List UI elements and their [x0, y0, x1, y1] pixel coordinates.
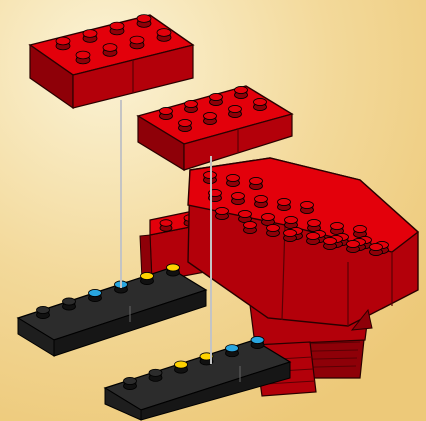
front-plate-stud-yellow — [175, 361, 188, 373]
red-plate-middle-stud — [229, 105, 242, 117]
red-plate-middle-stud — [185, 100, 198, 112]
red-plate-middle-stud — [235, 86, 248, 98]
red-wing-stud — [250, 177, 263, 189]
red-wing-stud — [262, 213, 275, 225]
front-plate-stud-blue — [251, 336, 264, 348]
rear-plate-stud-black — [37, 306, 50, 318]
rear-plate-stud-yellow — [141, 272, 154, 284]
rear-plate-stud-blue — [89, 289, 102, 301]
red-plate-middle-stud — [160, 107, 173, 119]
red-plate-middle-stud — [254, 98, 267, 110]
red-wing-stud — [244, 221, 257, 233]
red-wing-stud — [354, 225, 367, 237]
rear-plate-stud-yellow — [167, 264, 180, 276]
red-wing-stud — [347, 240, 360, 252]
red-wing-stud — [301, 201, 314, 213]
red-wing-stud — [239, 210, 252, 222]
red-plate-upper-stud — [157, 29, 171, 42]
red-wing-stud — [255, 195, 268, 207]
red-wing-stud — [284, 229, 297, 241]
red-wing-stud — [232, 192, 245, 204]
red-plate-upper-stud — [103, 44, 117, 57]
red-arm-stud — [160, 220, 172, 232]
red-wing-stud — [278, 198, 291, 210]
red-plate-middle-stud — [204, 112, 217, 124]
red-plate-upper-stud — [130, 36, 144, 49]
red-plate-middle-stud — [210, 93, 223, 105]
front-plate-stud-black — [149, 369, 162, 381]
red-wing-stud — [370, 243, 383, 255]
red-wing-stud — [307, 232, 320, 244]
red-wing-stud — [324, 237, 337, 249]
front-plate-stud-blue — [226, 345, 239, 357]
rear-plate-stud-black — [63, 298, 76, 310]
red-plate-upper-stud — [110, 22, 124, 35]
red-wing-stud — [227, 174, 240, 186]
front-plate-stud-black — [124, 377, 137, 389]
red-wing-stud — [285, 216, 298, 228]
red-plate-upper-stud — [56, 37, 70, 50]
red-wing-stud — [216, 207, 229, 219]
red-plate-upper-stud — [137, 15, 151, 28]
red-wing-stud — [331, 222, 344, 234]
red-plate-upper-stud — [76, 51, 90, 64]
red-wing-stud — [308, 219, 321, 231]
red-plate-middle-stud — [179, 119, 192, 131]
red-plate-upper-stud — [83, 30, 97, 43]
red-wing-stud — [267, 224, 280, 236]
